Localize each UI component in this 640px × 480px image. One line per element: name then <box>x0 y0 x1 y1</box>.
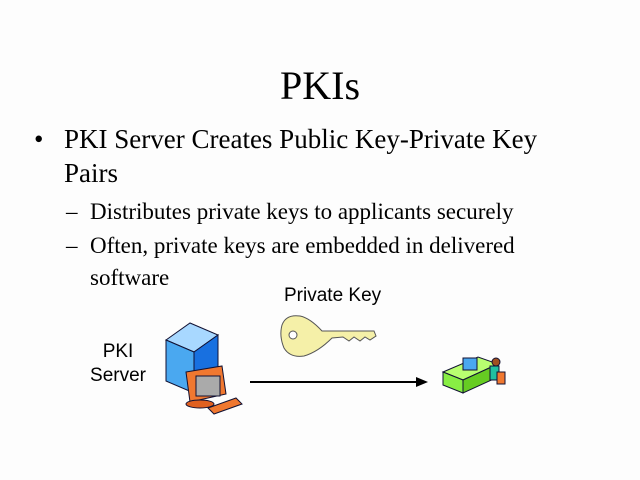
key-icon <box>280 315 377 357</box>
server-computer-icon <box>164 322 243 415</box>
sub-bullet-text-line1: Often, private keys are embedded in deli… <box>90 233 515 258</box>
sub-bullet-marker: – <box>66 199 78 224</box>
sub-bullet-marker: – <box>66 233 78 258</box>
key-label: Private Key <box>284 285 382 306</box>
user-workstation-icon <box>441 356 506 394</box>
sub-bullet-text: Distributes private keys to applicants s… <box>90 199 514 224</box>
arrow-icon <box>250 377 428 387</box>
bullet-text-line1: PKI Server Creates Public Key-Private Ke… <box>64 124 538 154</box>
sub-bullet-text-line2: software <box>90 265 170 290</box>
server-label-line1: PKI <box>102 341 134 362</box>
server-label-line2: Server <box>90 365 146 386</box>
bullet-text-line2: Pairs <box>64 158 118 188</box>
bullet-marker: • <box>34 124 44 154</box>
server-label: PKI Server <box>88 340 148 388</box>
slide-title: PKIs <box>279 63 361 108</box>
